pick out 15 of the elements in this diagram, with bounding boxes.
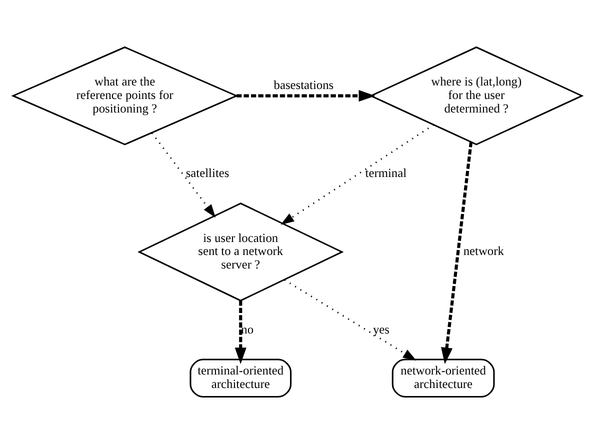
- edge-label: yes: [372, 322, 390, 336]
- node-box: terminal-oriented architecture: [189, 358, 292, 398]
- edge-label: basestations: [273, 78, 334, 92]
- arrow: [440, 142, 472, 364]
- arrow: [284, 279, 416, 361]
- arrow: [150, 132, 216, 218]
- edge-label: satellites: [185, 166, 229, 180]
- edge-label: network: [462, 244, 504, 258]
- arrow: [234, 300, 246, 364]
- arrow: [280, 124, 434, 225]
- node-diamond: what are the reference points for positioning ?: [10, 46, 238, 146]
- edge-label: no: [240, 322, 254, 336]
- arrow: [236, 90, 375, 102]
- edge-label: terminal: [364, 166, 406, 180]
- node-box: network-oriented architecture: [391, 358, 494, 398]
